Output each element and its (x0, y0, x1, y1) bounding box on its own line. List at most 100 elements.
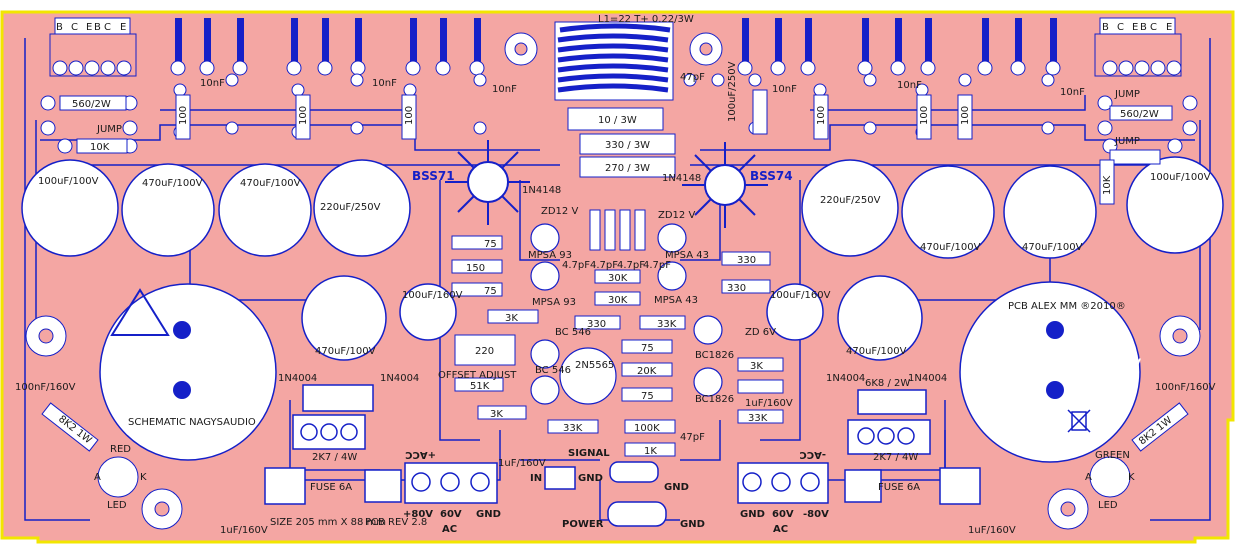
mpsa43-2: MPSA 43 (654, 295, 698, 306)
mpsa93-2: MPSA 93 (532, 297, 576, 308)
res-10k-left: 10K (90, 142, 110, 153)
r330-3: 330 (727, 283, 746, 294)
r150: 150 (466, 263, 485, 274)
cap-47pf-low: 47pF (680, 432, 705, 443)
pin-e-2: E (120, 22, 126, 33)
r20k: 20K (637, 366, 657, 377)
pin-e-4: E (1166, 22, 1172, 33)
res-100-6: 100 (960, 106, 971, 125)
cap-100uf-100v-left: 100uF/100V (38, 176, 99, 187)
big-cap-left-pad-minus (173, 381, 191, 399)
pcb-rev: PCB REV 2.8 (365, 517, 427, 528)
r100k: 100K (634, 423, 660, 434)
cap-470uf-100v-5: 470uF/100V (315, 346, 376, 357)
coil-label: L1=22 T+ 0.22/3W (598, 14, 694, 25)
cap-100uf-160v-right: 100uF/160V (770, 290, 831, 301)
cap-100uf-160v-left: 100uF/160V (402, 290, 463, 301)
res-6k8: 6K8 / 2W (865, 378, 910, 389)
bc546-1: BC 546 (555, 327, 591, 338)
cap-100uf-100v-right: 100uF/100V (1150, 172, 1211, 183)
coil-l1 (554, 21, 674, 101)
res-100-1: 100 (178, 106, 189, 125)
pin-b-1: B (56, 22, 63, 33)
led-right-anode: A (1085, 472, 1092, 483)
label-in: IN (530, 473, 542, 484)
cap-220uf-250v-right: 220uF/250V (820, 195, 881, 206)
res-10-3w-body (567, 107, 664, 131)
pin-b-3: B (1102, 22, 1109, 33)
bc1826-2: BC1826 (695, 394, 734, 405)
to92-transistors (530, 223, 723, 405)
mount-hole-left (25, 315, 67, 357)
res-100-2: 100 (298, 106, 309, 125)
res-2k7-right: 2K7 / 4W (873, 452, 918, 463)
cap-4p7-1: 4.7pF (562, 260, 590, 271)
driver-resistors (41, 89, 1189, 457)
label-ac-left: AC (442, 524, 457, 535)
big-cap-left-pad-plus (173, 321, 191, 339)
mosfet-left-label: BSS71 (412, 169, 455, 183)
r75-3: 75 (641, 343, 654, 354)
res-560-left: 560/2W (72, 99, 111, 110)
label-gnd-left: GND (476, 509, 501, 520)
mount-hole-bottom-left (141, 488, 183, 530)
res-270-3w-body (579, 156, 676, 178)
cap-1uf-160v-br: 1uF/160V (968, 525, 1016, 536)
zd6: ZD 6V (745, 327, 776, 338)
r3k-2: 3K (750, 361, 763, 372)
cap-row-right (766, 156, 1224, 463)
mosfet-right-label: BSS74 (750, 169, 793, 183)
big-cap-left-label: 10.000 uF/100V (112, 348, 263, 370)
bc546-2: BC 546 (535, 365, 571, 376)
led-green (1089, 456, 1131, 498)
diode-1n4148-right: 1N4148 (662, 173, 701, 184)
recycle-bin-icon (1067, 409, 1091, 433)
pin-b-4: B (1140, 22, 1147, 33)
led-left-label: LED (107, 500, 127, 511)
cap-100nf-left: 100nF/160V (15, 382, 76, 393)
warning-triangle-icon (110, 288, 170, 336)
label-ac-right: AC (773, 524, 788, 535)
jump-right-1: JUMP (1114, 89, 1140, 100)
r330-1: 330 (587, 319, 606, 330)
cap-4p7-3: 4.7pF (617, 260, 645, 271)
cap-470uf-100v-2: 470uF/100V (240, 178, 301, 189)
diode-1n4004-1: 1N4004 (278, 373, 317, 384)
led-red-label: RED (110, 444, 131, 455)
r33k-3: 33K (563, 423, 583, 434)
label-60v-right: 60V (772, 509, 794, 520)
pin-c-4: C (1150, 22, 1157, 33)
cap-47pf-top: 47pF (680, 72, 705, 83)
res-100-4: 100 (816, 106, 827, 125)
label-gnd-signal: GND (664, 482, 689, 493)
big-cap-right-pad-minus (1046, 381, 1064, 399)
cap-10nf-4: 10nF (772, 84, 797, 95)
zd12-left: ZD12 V (541, 206, 578, 217)
cap-10nf-5: 10nF (897, 80, 922, 91)
cap-470uf-100v-1: 470uF/100V (142, 178, 203, 189)
terminal-pads (300, 423, 915, 492)
cap-4p7-2: 4.7pF (590, 260, 618, 271)
led-red (97, 456, 139, 498)
label-signal: SIGNAL (568, 448, 610, 459)
pin-c-3: C (1117, 22, 1124, 33)
zd12-right: ZD12 V (658, 210, 695, 221)
pin-labels-right: B C E B C E (1102, 22, 1172, 33)
res-330-3w-body (579, 133, 676, 155)
fuse-right: FUSE 6A (878, 482, 920, 493)
mosfet-left (445, 140, 530, 225)
r75-4: 75 (641, 391, 654, 402)
cap-100uf-250v-top: 100uF/250V (727, 61, 738, 122)
r330-2: 330 (737, 255, 756, 266)
diode-1n4148-left: 1N4148 (522, 185, 561, 196)
big-cap-right-pad-plus (1046, 321, 1064, 339)
mount-hole-top-right (689, 32, 723, 66)
led-right-label: LED (1098, 500, 1118, 511)
cap-220uf-250v-left: 220uF/250V (320, 202, 381, 213)
pin-b-2: B (94, 22, 101, 33)
cap-1uf-160v-mid: 1uF/160V (745, 398, 793, 409)
label-power: POWER (562, 519, 604, 530)
cap-470uf-100v-6: 470uF/100V (846, 346, 907, 357)
r3k-3: 3K (490, 409, 503, 420)
jump-left: JUMP (96, 124, 122, 135)
